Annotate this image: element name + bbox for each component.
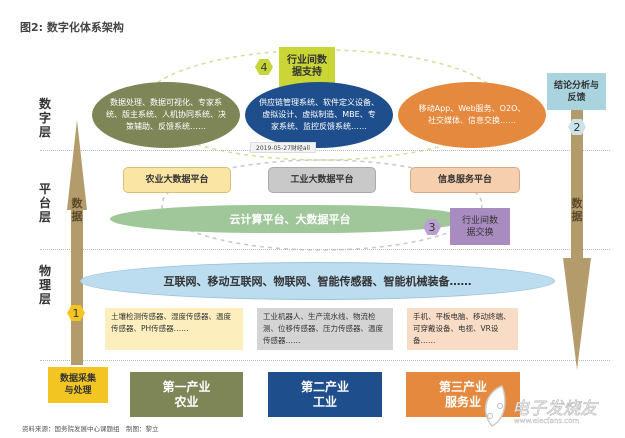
step-2-box: 结论分析与反馈	[547, 73, 606, 110]
layer-divider	[40, 249, 610, 250]
industry-tertiary-line1: 第三产业	[438, 379, 487, 394]
platform-info-services: 信息服务平台	[410, 167, 520, 193]
step-4-badge: 4	[255, 59, 273, 75]
step-3-box: 行业间数据交换	[450, 208, 510, 245]
industry-secondary-line2: 工业	[312, 394, 337, 409]
physical-network-oval: 互联网、移动互联网、物联网、智能传感器、智能机械装备……	[80, 262, 555, 300]
step-1-box: 数据采集与处理	[48, 367, 108, 403]
layer-label-physical: 物理层	[38, 263, 51, 306]
industry-tertiary: 第三产业 服务业	[406, 372, 520, 417]
watermark-logo: 电子发烧友 www.elecfans.com	[478, 382, 618, 432]
up-arrow-label: 数据	[71, 197, 83, 223]
source-note: 资料来源：国务院发展中心课题组 制图：黎立	[22, 425, 159, 433]
watermark-icon	[484, 385, 506, 427]
devices-agriculture: 土壤检测传感器、湿度传感器、温度传感器、PH传感器……	[105, 308, 243, 350]
up-arrow-icon	[67, 120, 87, 365]
layer-divider	[40, 360, 610, 361]
industry-primary: 第一产业 农业	[130, 372, 243, 417]
step-4-box: 行业间数据支持	[279, 47, 335, 87]
watermark-url: www.elecfans.com	[514, 417, 580, 425]
layer-label-digital: 数字层	[38, 96, 51, 139]
down-arrow-icon	[563, 108, 591, 370]
industry-tertiary-line2: 服务业	[444, 394, 481, 409]
industry-secondary-line1: 第二产业	[300, 379, 349, 394]
platform-industry: 工业大数据平台	[268, 167, 376, 193]
industry-secondary: 第二产业 工业	[268, 372, 382, 417]
industry-primary-line2: 农业	[174, 394, 199, 409]
down-arrow-label: 数据	[571, 197, 583, 223]
watermark-text: 电子发烧友	[512, 399, 598, 420]
figure-title: 图2: 数字化体系架构	[20, 21, 124, 34]
industry-primary-line1: 第一产业	[162, 379, 211, 394]
digital-oval-analysis: 数据处理、数据可视化、专家系统、版主系统、人机协同系统、决策辅助、反馈系统……	[92, 82, 240, 148]
step-3-badge: 3	[423, 219, 441, 235]
cloud-platform: 云计算平台、大数据平台	[110, 205, 470, 233]
digital-oval-services: 移动App、Web服务、O2O、社交媒体、信息交换……	[398, 82, 546, 148]
digital-oval-industry: 供应链管理系统、软件定义设备、虚拟设计、虚拟制造、MBE、专家系统、监控反馈系统…	[245, 82, 393, 148]
step-1-badge: 1	[67, 305, 85, 321]
step-2-badge: 2	[568, 119, 586, 135]
platform-agriculture: 农业大数据平台	[123, 167, 231, 193]
layer-divider	[40, 150, 610, 151]
devices-industry: 工业机器人、生产流水线、物流检测、位移传感器、压力传感器、温度传感器……	[257, 308, 393, 350]
layer-label-platform: 平台层	[38, 181, 51, 224]
timestamp-stamp: 2019-05-27财经all	[250, 142, 316, 153]
devices-services: 手机、平板电脑、移动终端、可穿戴设备、电视、VR设备……	[407, 308, 518, 350]
